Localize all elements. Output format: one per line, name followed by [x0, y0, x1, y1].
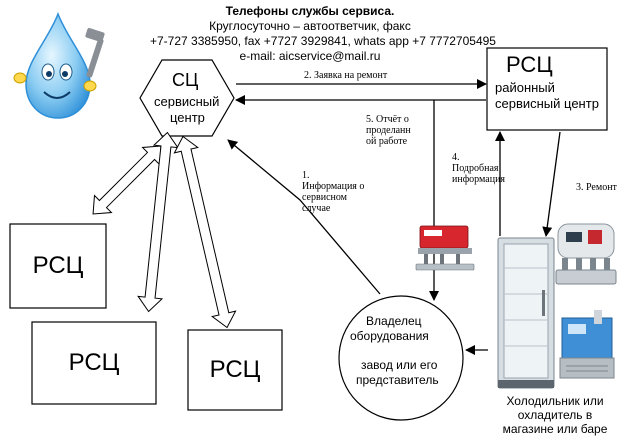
- equipment-line1: Холодильник или: [506, 394, 604, 408]
- rsc-main-box: [486, 47, 608, 131]
- arrow-2-label: 2. Заявка на ремонт: [304, 70, 388, 81]
- water-drop-mascot-icon: [13, 11, 105, 119]
- rsc-main-line2: сервисный центр: [495, 96, 599, 111]
- rsc-box-3: [187, 329, 283, 411]
- display-fridge-icon: [497, 237, 555, 389]
- owner-line3: завод или его: [361, 358, 438, 372]
- blue-cooler-icon: [559, 310, 615, 379]
- sc-hexagon: [139, 59, 235, 137]
- bar-cooler-small-icon: [415, 225, 475, 271]
- owner-line2: оборудования: [350, 329, 429, 343]
- equipment-line3: магазине или баре: [502, 422, 608, 436]
- owner-line1: Владелец: [366, 314, 422, 328]
- sc-abbr: СЦ: [172, 70, 199, 90]
- header-phones: +7-727 3385950, fax +7727 3929841, whats…: [150, 34, 496, 48]
- rsc-box-2: [31, 321, 157, 405]
- sc-line1: сервисный: [154, 94, 220, 109]
- arrow-5-label: 5. Отчёт о проделанн ой работе: [366, 114, 411, 147]
- owner-circle: [338, 295, 464, 421]
- double-arrow-sc-rsc2: [137, 131, 179, 313]
- rsc-box-2-label: РСЦ: [68, 349, 120, 376]
- rsc-box-3-label: РСЦ: [209, 356, 261, 383]
- arrow-1-info-case: [227, 139, 381, 295]
- rsc-main-line1: районный: [495, 80, 555, 95]
- sc-line2: центр: [170, 110, 205, 125]
- equipment-line2: охладитель в: [517, 408, 593, 422]
- double-arrow-sc-rsc3: [173, 135, 237, 329]
- rsc-main-abbr: РСЦ: [506, 52, 553, 77]
- arrow-4-label: 4. Подробная информация: [452, 152, 506, 185]
- header-hours: Круглосуточно – автоответчик, факс: [209, 19, 411, 33]
- header-email: e-mail: aicservice@mail.ru: [239, 49, 381, 63]
- rsc-box-1: [9, 223, 107, 309]
- rsc-box-1-label: РСЦ: [32, 252, 84, 279]
- owner-line4: представитель: [356, 373, 439, 387]
- arrow-3-repair: [542, 131, 561, 237]
- arrow-1-label: 1. Информация о сервисном случае: [302, 170, 365, 214]
- beer-dispenser-icon: [555, 223, 617, 285]
- arrow-3-label: 3. Ремонт: [576, 182, 617, 193]
- double-arrow-sc-rsc1: [92, 145, 162, 215]
- header-title: Телефоны службы сервиса.: [225, 4, 395, 18]
